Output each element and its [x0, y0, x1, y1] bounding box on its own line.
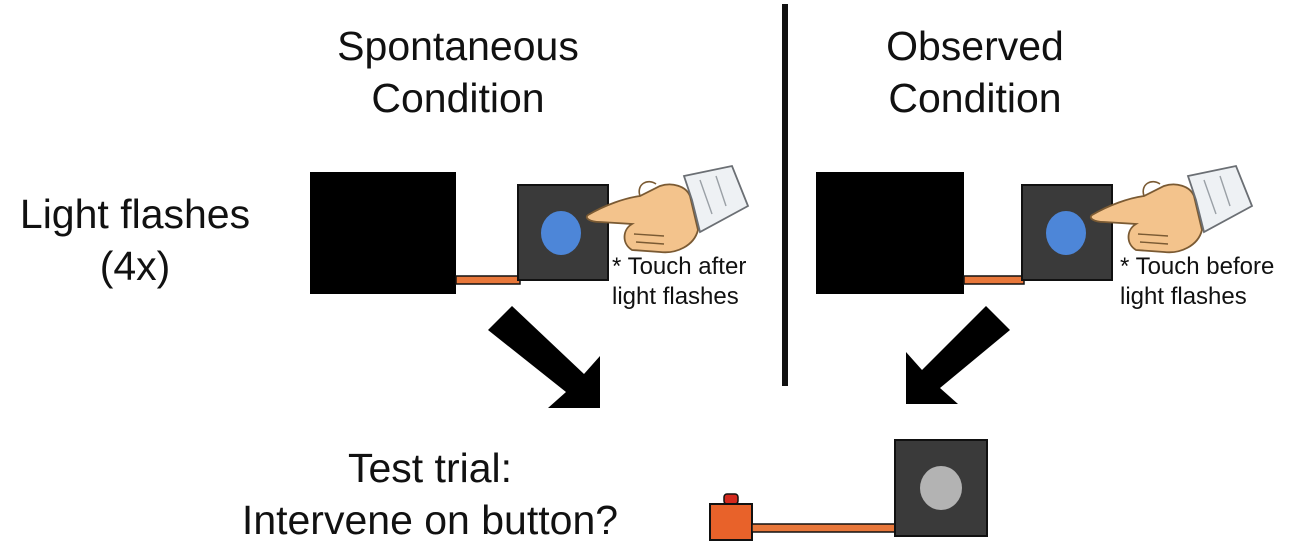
left-note-line1: * Touch after: [612, 253, 747, 280]
right-apparatus: [816, 164, 1254, 294]
test-button-box: [709, 503, 753, 541]
right-note: * Touch before light flashes: [1120, 252, 1274, 312]
left-apparatus: [310, 164, 750, 294]
right-wire: [963, 275, 1025, 285]
right-title: Observed Condition: [765, 20, 1185, 124]
row-label: Light flashes (4x): [0, 188, 285, 292]
right-arrow-icon: [906, 306, 1010, 404]
test-trial-line2: Intervene on button?: [241, 497, 619, 543]
left-note: * Touch after light flashes: [612, 252, 746, 312]
left-arrow-icon: [488, 306, 600, 408]
left-black-box: [310, 172, 456, 294]
condition-divider: [782, 4, 788, 386]
left-title: Spontaneous Condition: [248, 20, 668, 124]
row-label-line1: Light flashes: [19, 191, 251, 237]
right-note-line2: light flashes: [1120, 283, 1247, 310]
test-button-top: [723, 493, 739, 505]
left-title-line2: Condition: [371, 75, 545, 121]
left-pointing-hand-icon: [585, 164, 750, 254]
test-trial-line1: Test trial:: [347, 445, 513, 491]
test-apparatus: [709, 439, 988, 541]
right-light-on: [1046, 211, 1086, 255]
test-trial-question: Test trial: Intervene on button?: [220, 442, 640, 546]
left-title-line1: Spontaneous: [337, 23, 579, 69]
right-note-line1: * Touch before: [1120, 253, 1275, 280]
left-wire: [455, 275, 521, 285]
test-light-off: [920, 466, 962, 510]
right-title-line2: Condition: [888, 75, 1062, 121]
test-wire: [751, 523, 897, 533]
right-pointing-hand-icon: [1089, 164, 1254, 254]
left-note-line2: light flashes: [612, 283, 739, 310]
row-label-line2: (4x): [99, 243, 171, 289]
right-title-line1: Observed: [886, 23, 1064, 69]
right-black-box: [816, 172, 964, 294]
left-light-on: [541, 211, 581, 255]
